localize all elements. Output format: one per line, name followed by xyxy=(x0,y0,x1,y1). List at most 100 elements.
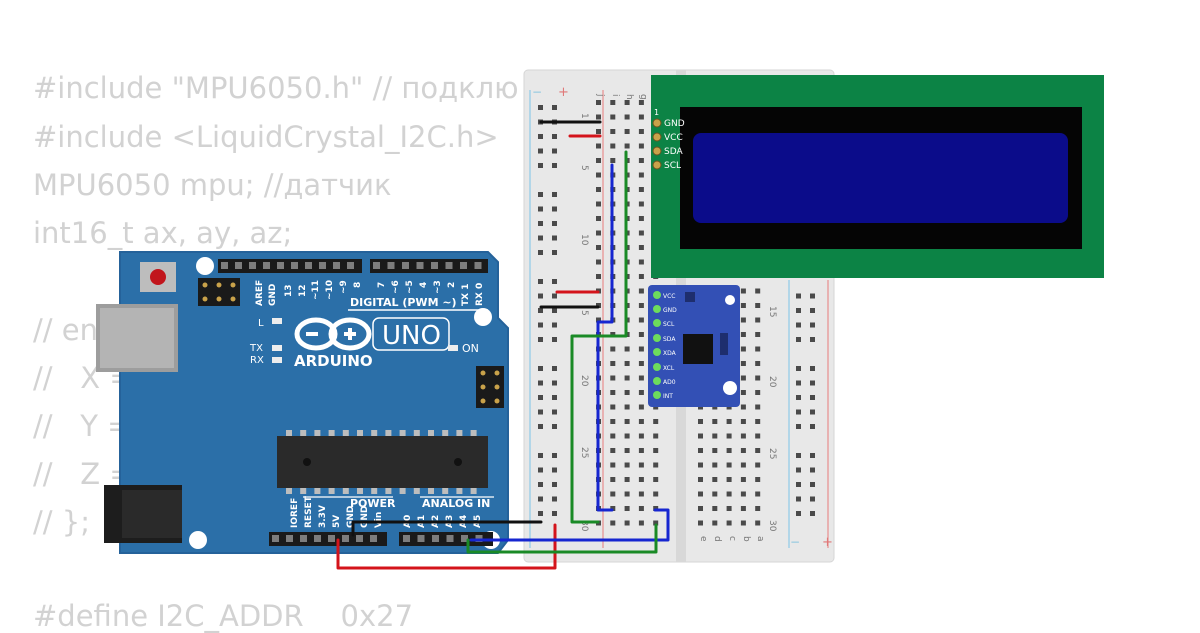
breadboard-hole xyxy=(810,293,815,299)
pin-label: ~10 xyxy=(325,280,335,300)
breadboard-hole xyxy=(698,520,703,526)
header-pin xyxy=(291,262,298,269)
lcd-display[interactable]: 1 GND VCC SDA SCL xyxy=(651,75,1104,278)
lcd-pin-header: 1 GND VCC SDA SCL xyxy=(652,108,685,171)
breadboard-hole xyxy=(624,114,630,120)
chip-leg xyxy=(442,430,449,436)
breadboard-hole xyxy=(638,462,644,468)
mpu-pin[interactable] xyxy=(653,348,661,356)
breadboard-hole xyxy=(538,424,543,429)
lcd-pin[interactable] xyxy=(652,160,662,170)
breadboard-hole xyxy=(624,433,630,439)
mpu-pin-label: AD0 xyxy=(663,379,676,386)
lcd-pin-label: SCL xyxy=(664,161,681,171)
analog-section-label: ANALOG IN xyxy=(422,497,490,510)
header-pin xyxy=(373,262,380,269)
wire-green-a5[interactable] xyxy=(466,523,658,554)
breadboard-hole xyxy=(610,404,616,410)
usb-port[interactable] xyxy=(96,304,178,372)
lcd-pin[interactable] xyxy=(652,118,662,128)
wire-red-5v[interactable] xyxy=(336,523,557,570)
mpu-pin[interactable] xyxy=(653,377,661,385)
reset-button[interactable] xyxy=(140,262,176,292)
chip-leg xyxy=(413,488,420,494)
header-pin xyxy=(461,535,468,542)
wires xyxy=(336,120,670,570)
breadboard-hole xyxy=(796,337,801,342)
lcd-pin[interactable] xyxy=(652,132,662,142)
mpu-pin[interactable] xyxy=(653,391,661,399)
pin-label: TX 1 xyxy=(461,284,471,306)
breadboard-hole xyxy=(624,462,630,468)
breadboard-hole xyxy=(596,187,601,192)
breadboard-hole xyxy=(755,520,761,526)
breadboard-hole xyxy=(653,448,659,453)
breadboard-hole xyxy=(653,477,659,482)
header-pin xyxy=(249,262,256,269)
mpu-pin[interactable] xyxy=(653,334,661,342)
breadboard-hole xyxy=(638,433,644,439)
pin-label: 7 xyxy=(377,282,387,288)
mpu-pin-label: VCC xyxy=(663,293,675,300)
breadboard-hole xyxy=(538,511,543,516)
breadboard-hole xyxy=(610,491,616,497)
breadboard-hole xyxy=(552,192,557,197)
header-pin xyxy=(272,535,279,542)
breadboard-hole xyxy=(796,293,801,299)
mpu-pin[interactable] xyxy=(653,305,661,313)
arduino-uno-board[interactable]: AREF GND 13 12 ~11 ~10 ~9 8 7 ~6 ~5 4 ~3… xyxy=(96,251,509,554)
breadboard-hole xyxy=(638,259,644,265)
breadboard-hole xyxy=(624,375,630,381)
wire-blue-sda[interactable] xyxy=(596,163,614,512)
row-label: 5 xyxy=(579,310,589,316)
column-label: e xyxy=(698,536,708,542)
mpu-pin[interactable] xyxy=(653,363,661,371)
led-on xyxy=(448,345,458,351)
breadboard-hole xyxy=(740,361,746,366)
wire-blue-a4[interactable] xyxy=(469,508,670,542)
status-leds: L TX RX ON xyxy=(249,318,479,366)
pin-label: IOREF xyxy=(290,498,300,528)
power-jack[interactable] xyxy=(104,485,182,543)
breadboard-hole xyxy=(624,361,630,366)
breadboard-hole xyxy=(610,375,616,381)
pin-label: ~6 xyxy=(391,280,401,294)
wire-black-gnd[interactable] xyxy=(351,520,543,537)
mpu6050-module[interactable]: VCC GND SCL SDA XDA XCL AD0 INT xyxy=(648,285,740,407)
pin-label: 5V xyxy=(332,515,342,528)
breadboard-hole xyxy=(552,235,557,241)
mpu-chip xyxy=(683,334,713,364)
breadboard-hole xyxy=(552,206,557,212)
wire-green-scl[interactable] xyxy=(570,150,628,524)
breadboard-hole xyxy=(740,462,746,468)
chip-leg xyxy=(357,430,363,436)
chip-leg xyxy=(413,430,420,436)
breadboard-hole xyxy=(552,424,557,429)
chip-leg xyxy=(314,430,321,436)
header-pin xyxy=(445,262,453,269)
chip-leg xyxy=(286,430,292,436)
row-label: 15 xyxy=(767,306,777,317)
row-label: 20 xyxy=(767,376,777,388)
row-label: 1 xyxy=(579,113,589,119)
breadboard-hole xyxy=(538,322,543,328)
chip-leg xyxy=(328,430,335,436)
header-pin xyxy=(328,535,335,542)
breadboard-hole xyxy=(755,375,761,381)
breadboard-hole xyxy=(810,337,815,342)
row-label: 30 xyxy=(579,520,589,532)
lcd-pin[interactable] xyxy=(652,146,662,156)
header-pin xyxy=(342,535,349,542)
header-pin xyxy=(432,535,439,542)
breadboard-hole xyxy=(698,506,703,511)
mpu-pin[interactable] xyxy=(653,291,661,299)
chip-leg xyxy=(385,430,392,436)
lcd-pin-label: VCC xyxy=(664,133,683,143)
breadboard-hole xyxy=(726,491,732,497)
digital-header[interactable] xyxy=(218,259,488,273)
breadboard-hole xyxy=(796,409,801,415)
mpu-pin[interactable] xyxy=(653,319,661,327)
rail-minus-label: − xyxy=(532,85,542,99)
column-label: c xyxy=(727,536,737,541)
header-pin xyxy=(416,262,424,269)
